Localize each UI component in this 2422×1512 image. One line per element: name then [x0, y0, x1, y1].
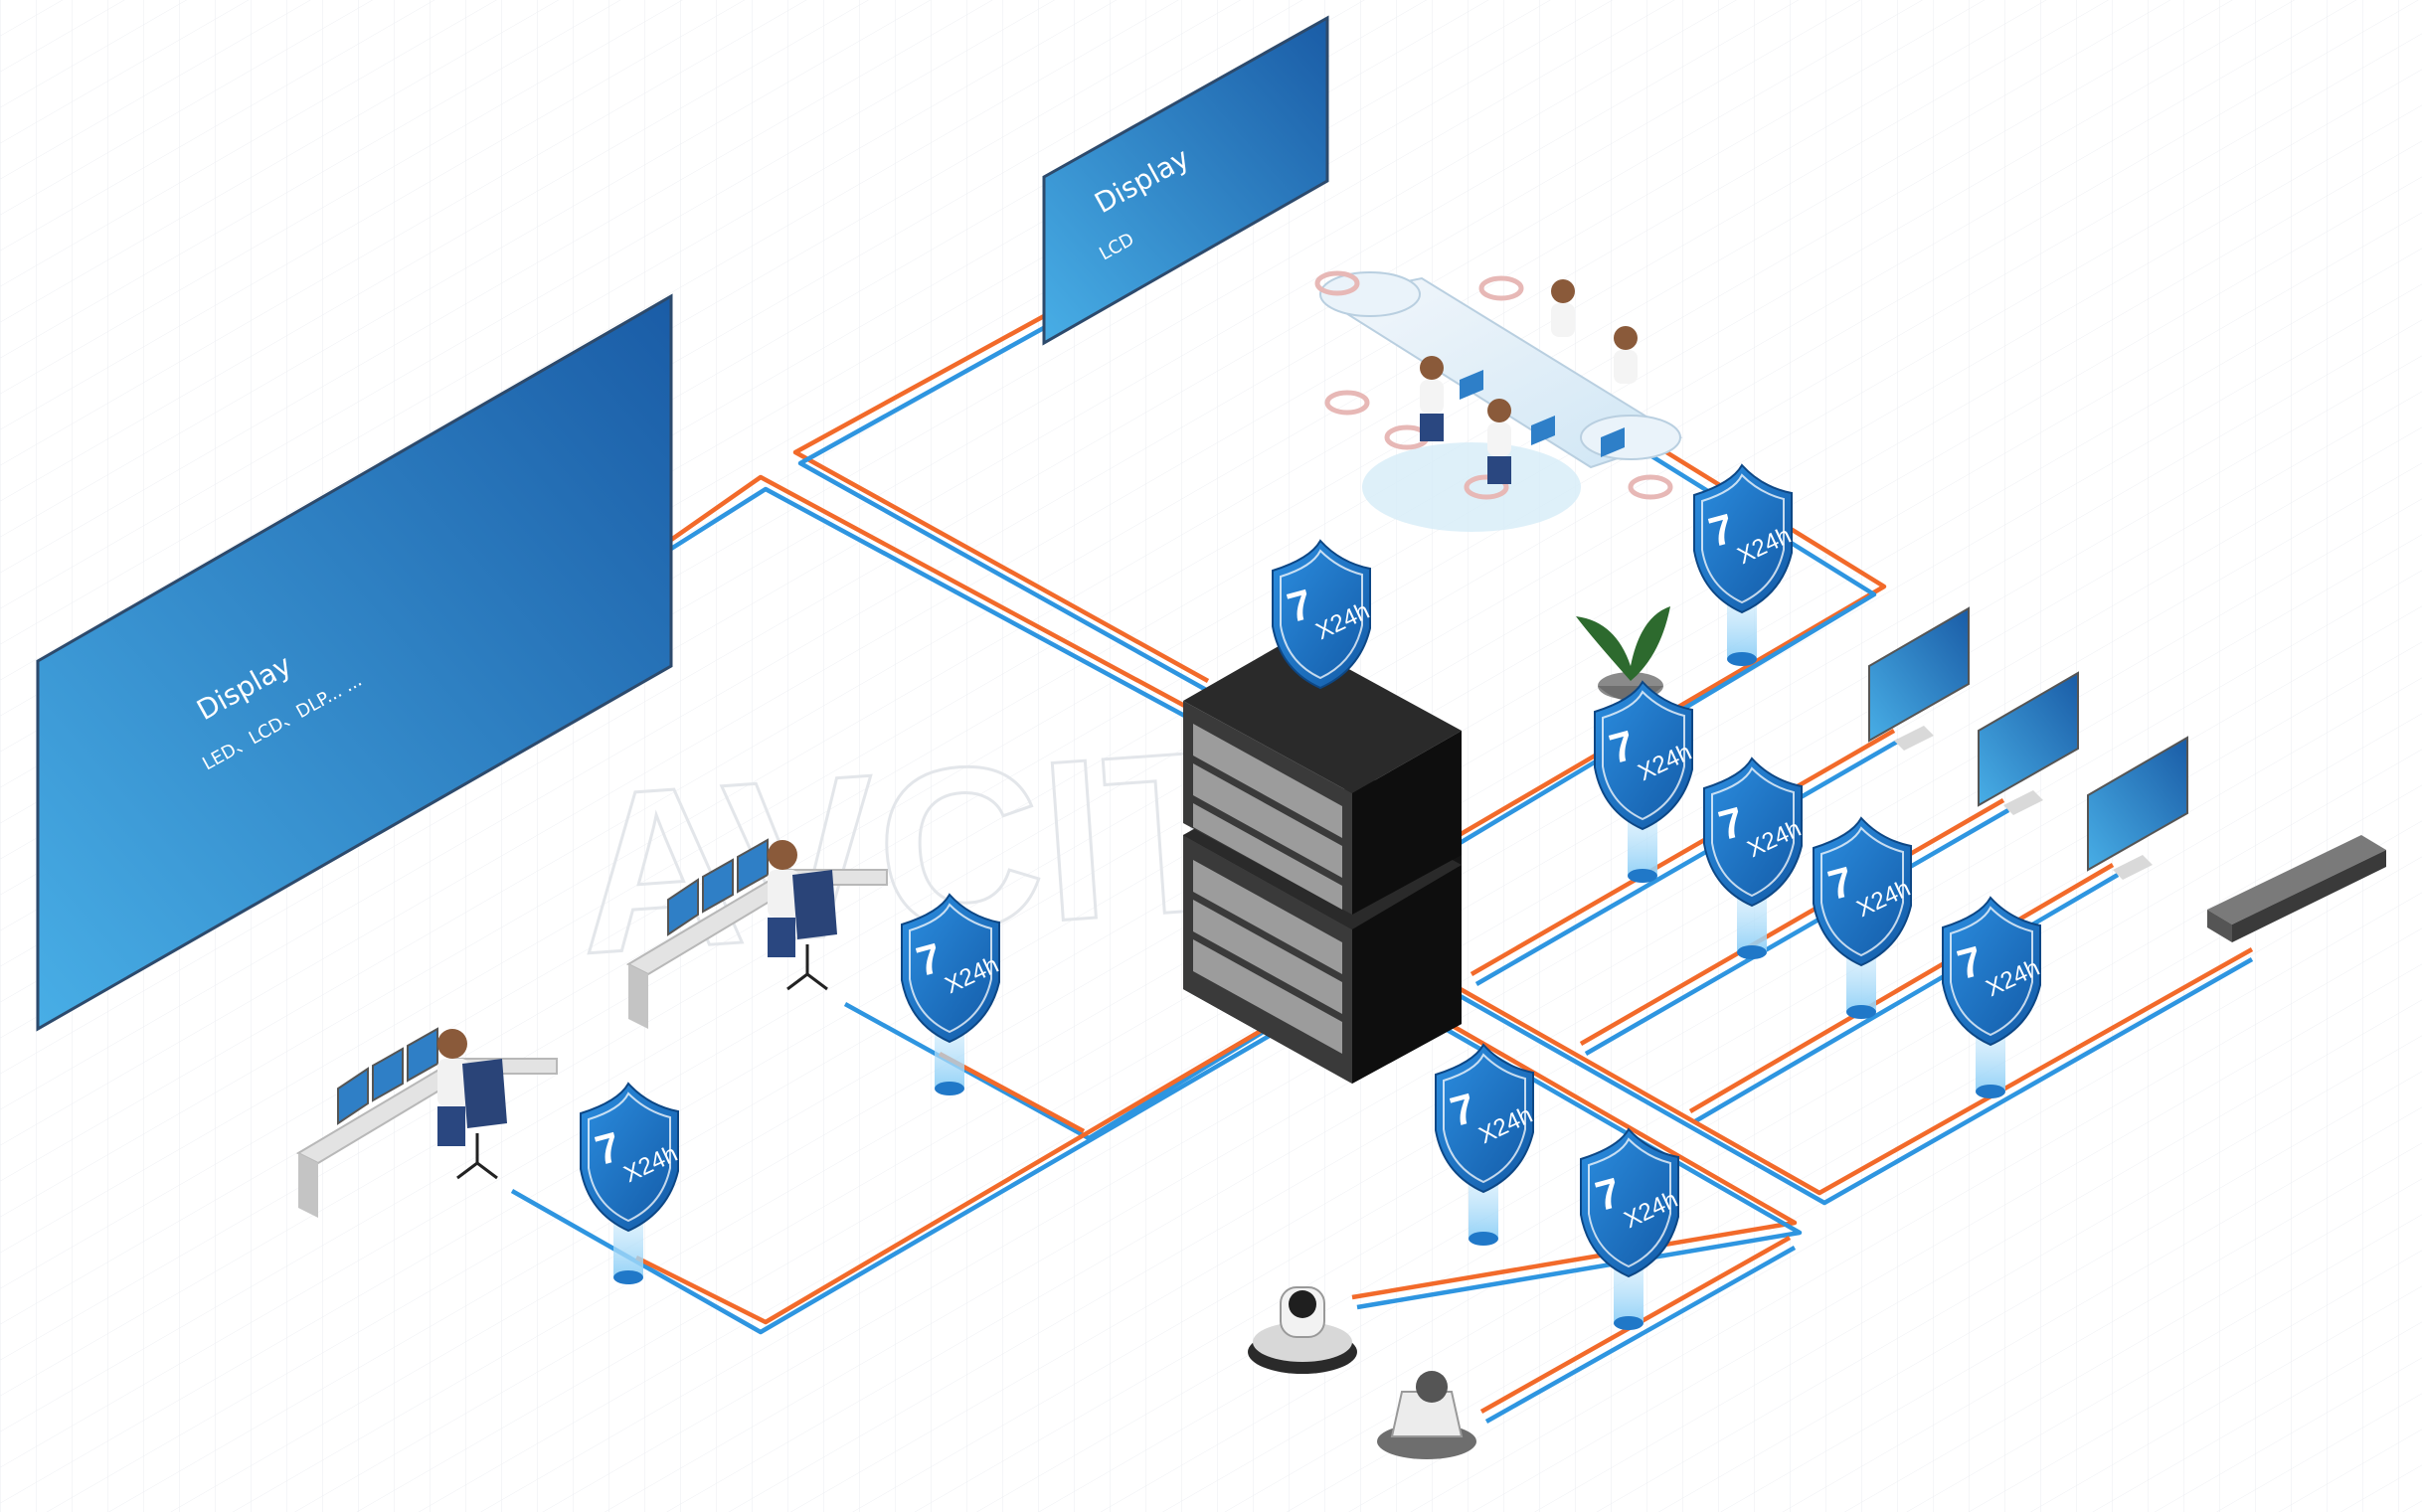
monitor-icon [2087, 736, 2188, 880]
cable-monitor-1 [1470, 729, 1901, 986]
lcd-display-wall: Display LCD [1042, 15, 1329, 346]
operator-console-icon [295, 1027, 558, 1218]
ptz-camera-icon [1377, 1371, 1476, 1459]
meeting-person [1614, 326, 1638, 384]
server-rack-icon [1183, 638, 1462, 1084]
big-display-wall: Display LED、LCD、DLP... ... [36, 293, 673, 1032]
meeting-person [1487, 399, 1511, 484]
cable-big-display [669, 474, 1205, 728]
cable-appliance [1450, 947, 2254, 1206]
meeting-person [1420, 356, 1444, 441]
ptz-camera-icon [1248, 1286, 1357, 1374]
shield-layer: 7X24h7X24h7X24h7X24h7X24h7X24h7X24h7X24h… [580, 463, 2044, 1330]
cable-monitor-3 [1688, 863, 2120, 1123]
cable-console-1 [510, 1022, 1275, 1335]
operator-console-icon [625, 838, 888, 1029]
cable-camera-1 [1351, 1012, 1803, 1310]
cable-lcd-wall [792, 314, 1210, 693]
meeting-person [1551, 279, 1575, 337]
cable-monitor-2 [1579, 798, 2010, 1056]
network-appliance-icon [2207, 835, 2386, 942]
monitor-icon [1978, 671, 2079, 815]
conference-table-icon [1314, 270, 1683, 532]
monitor-icon [1868, 606, 1970, 751]
